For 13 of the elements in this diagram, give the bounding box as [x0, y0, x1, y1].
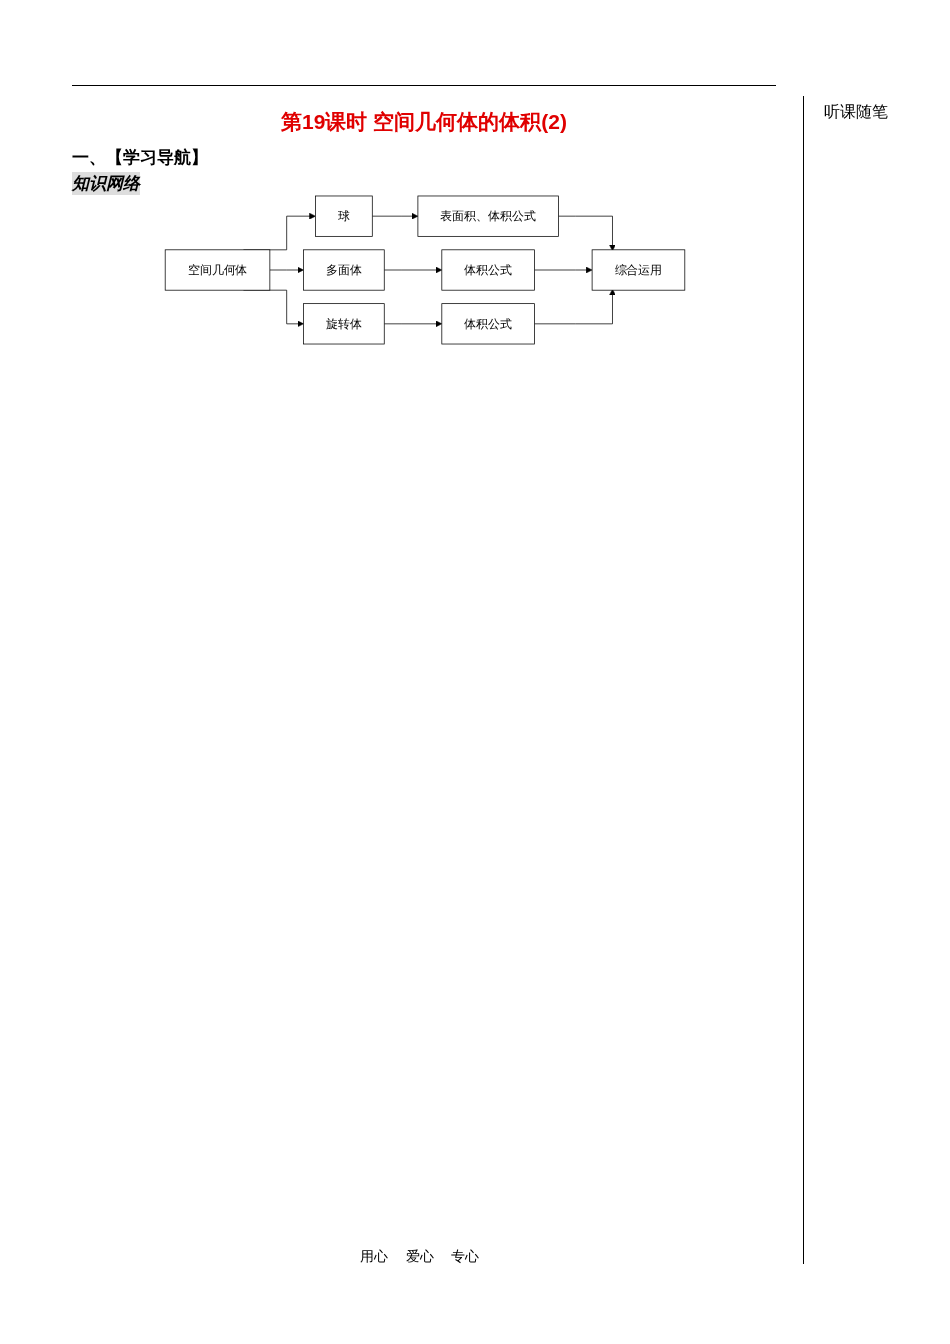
- subheading: 知识网络: [72, 172, 140, 195]
- node-box: 球: [315, 195, 373, 237]
- node-box: 空间几何体: [164, 249, 271, 291]
- node-box: 综合运用: [591, 249, 686, 291]
- page-title: 第19课时 空间几何体的体积(2): [280, 109, 568, 135]
- node-box: 多面体: [303, 249, 385, 291]
- page-footer: 用心 爱心 专心: [360, 1248, 479, 1266]
- node-box: 旋转体: [303, 303, 385, 345]
- margin-note-heading: 听课随笔: [824, 102, 888, 122]
- section-heading: 一、【学习导航】: [72, 147, 208, 169]
- node-box: 体积公式: [441, 303, 535, 345]
- node-box: 表面积、体积公式: [417, 195, 559, 237]
- node-box: 体积公式: [441, 249, 535, 291]
